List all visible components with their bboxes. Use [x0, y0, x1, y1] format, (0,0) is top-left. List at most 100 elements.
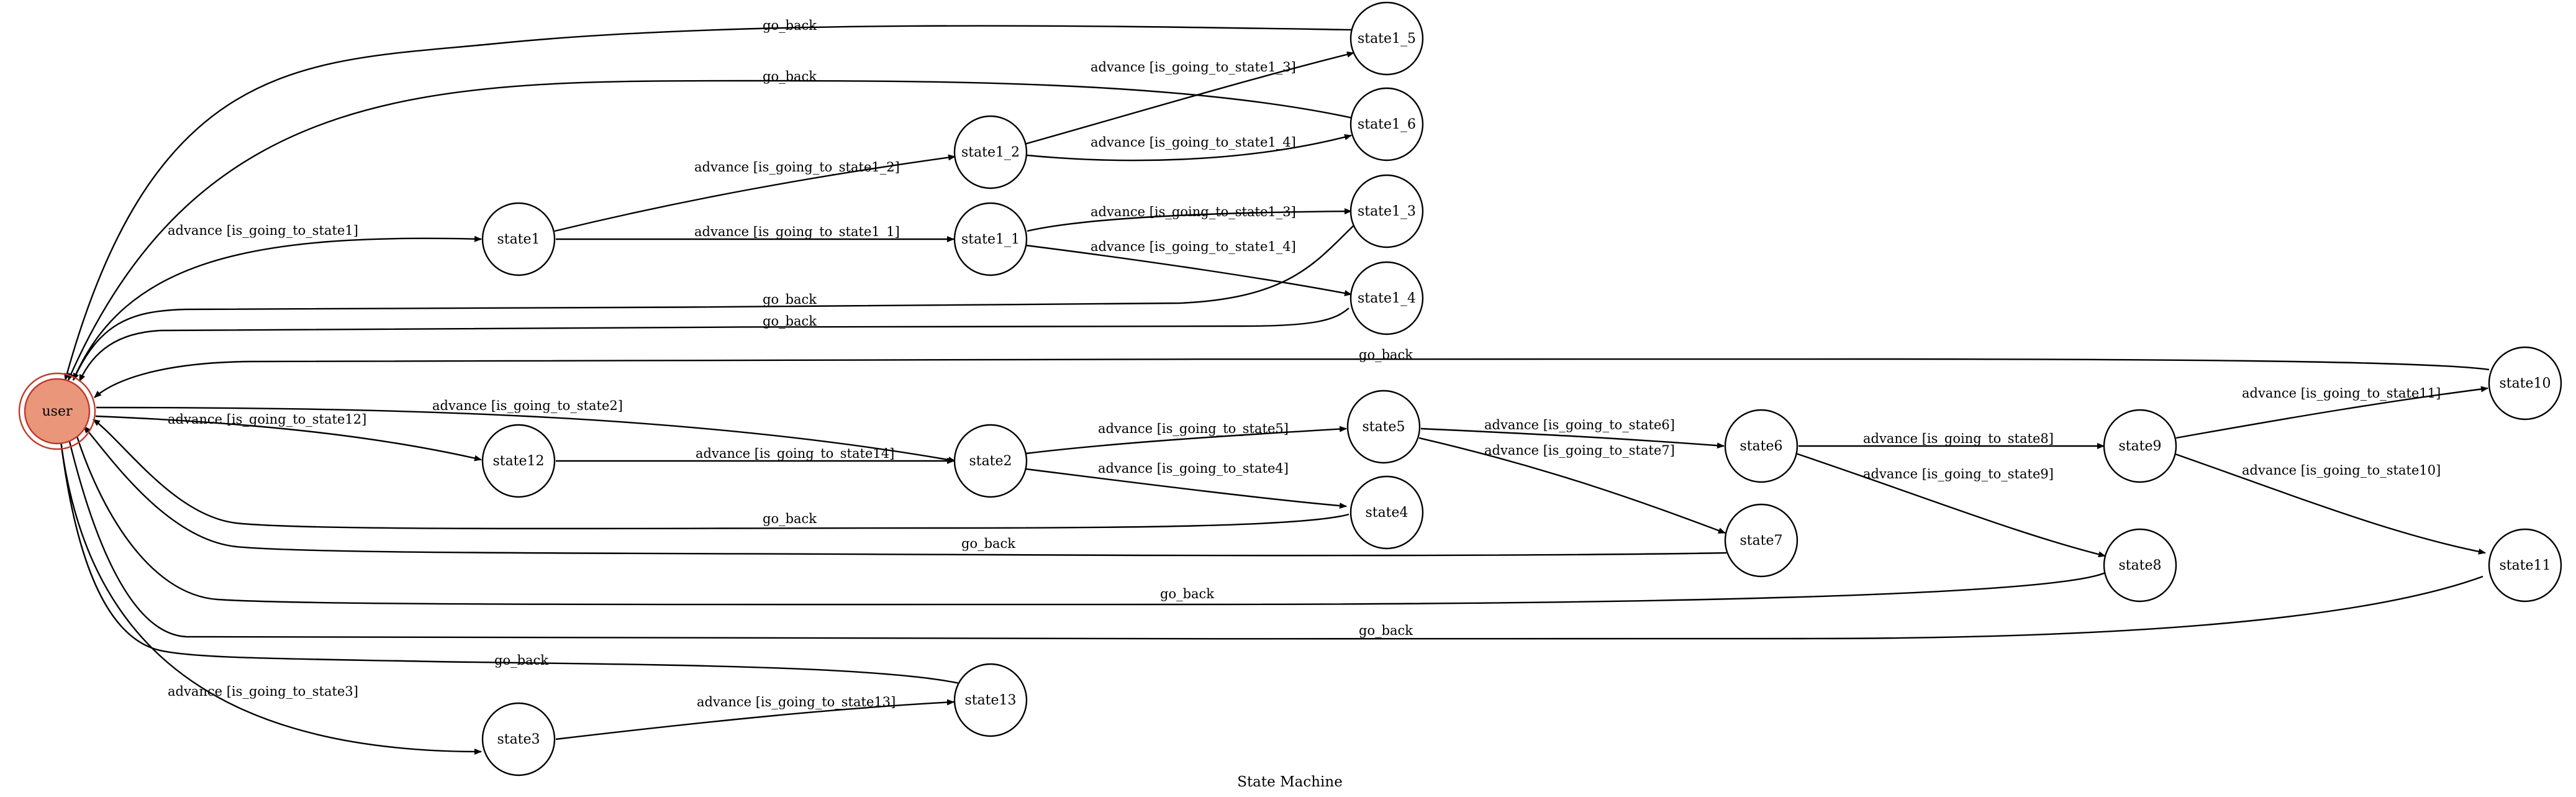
edge-label-state13-go-back: go_back — [494, 653, 548, 668]
edge-label-state10-go-back: go_back — [1359, 347, 1413, 362]
node-state10: state10 — [2488, 346, 2562, 421]
edge-label-state1-4-go-back: go_back — [763, 314, 817, 329]
edge-label-state1-state1-2: advance [is_going_to_state1_2] — [694, 160, 900, 175]
edge-state1-1-state1-3 — [1027, 208, 1352, 232]
node-state7: state7 — [1724, 503, 1798, 578]
node-label-state11: state11 — [2499, 558, 2551, 573]
edge-state10-go-back — [94, 358, 2490, 398]
node-state1-6: state1_6 — [1349, 87, 1424, 162]
edge-label-state1-1-state1-3: advance [is_going_to_state1_3] — [1091, 204, 1296, 219]
nodes: user state1 state12 state3 state1_2 stat… — [18, 1, 2562, 777]
edge-state1-4-go-back — [78, 307, 1349, 382]
edge-state1-3-go-back — [72, 223, 1356, 381]
node-label-state3: state3 — [497, 732, 540, 747]
edge-label-state9-state11: advance [is_going_to_state10] — [2242, 463, 2441, 478]
node-state1-5: state1_5 — [1349, 1, 1424, 76]
edge-state13-go-back — [57, 430, 960, 685]
node-label-state1-1: state1_1 — [961, 232, 1020, 247]
edge-user-state3 — [58, 430, 482, 755]
edge-state8-go-back — [73, 428, 2106, 606]
edge-state7-go-back — [83, 426, 1727, 557]
node-label-state12: state12 — [492, 453, 544, 469]
node-state4: state4 — [1349, 475, 1424, 550]
edge-label-state5-state6: advance [is_going_to_state6] — [1484, 417, 1675, 432]
node-state5: state5 — [1346, 389, 1421, 464]
edge-label-state1-5-go-back: go_back — [763, 18, 817, 33]
edge-state2-state5 — [1025, 426, 1347, 455]
edge-label-state1-2-state1-6: advance [is_going_to_state1_4] — [1091, 135, 1296, 150]
node-state11: state11 — [2488, 528, 2562, 603]
edge-label-state2-state4: advance [is_going_to_state4] — [1098, 461, 1289, 476]
edge-state1-6-go-back — [67, 80, 1353, 381]
edge-label-state9-state10: advance [is_going_to_state11] — [2242, 386, 2441, 401]
edge-label-state1-2-state1-5: advance [is_going_to_state1_3] — [1091, 60, 1296, 75]
node-state12: state12 — [481, 424, 556, 498]
edge-label-state7-go-back: go_back — [961, 536, 1015, 551]
node-label-state1: state1 — [497, 232, 540, 247]
node-label-state13: state13 — [964, 693, 1016, 708]
edge-state4-go-back — [93, 419, 1349, 530]
node-state1-3: state1_3 — [1349, 174, 1424, 248]
edge-label-state11-go-back: go_back — [1359, 623, 1413, 638]
node-label-state1-5: state1_5 — [1358, 31, 1416, 47]
edge-state9-state10 — [2175, 386, 2488, 439]
node-state2: state2 — [953, 424, 1028, 498]
edge-label-user-state3: advance [is_going_to_state3] — [168, 684, 358, 699]
node-user: user — [18, 372, 96, 450]
node-state8: state8 — [2103, 528, 2177, 603]
edge-state5-state6 — [1420, 427, 1725, 449]
edge-state3-state13 — [555, 699, 955, 740]
node-label-state7: state7 — [1739, 533, 1782, 549]
edge-label-state4-go-back: go_back — [763, 511, 817, 526]
edge-state1-1-state1-4 — [1025, 244, 1352, 296]
edge-label-user-state1: advance [is_going_to_state1] — [168, 223, 358, 238]
edge-label-state12-state2: advance [is_going_to_state14] — [696, 446, 894, 461]
node-state1-2: state1_2 — [953, 115, 1028, 189]
edge-state11-go-back — [65, 430, 2483, 640]
edge-state9-state11 — [2173, 452, 2486, 555]
node-state3: state3 — [481, 702, 556, 777]
edge-label-state6-state8: advance [is_going_to_state9] — [1863, 467, 2054, 481]
node-label-state1-3: state1_3 — [1358, 204, 1416, 219]
edge-user-state1 — [72, 235, 482, 381]
node-state1-4: state1_4 — [1349, 261, 1424, 335]
diagram-title: State Machine — [1237, 774, 1343, 790]
edge-state1-2-state1-5 — [1024, 51, 1354, 145]
edge-state1-state1-2 — [554, 154, 956, 232]
edge-state1-2-state1-6 — [1027, 134, 1352, 162]
edge-label-user-state2: advance [is_going_to_state2] — [432, 398, 623, 413]
node-label-state8: state8 — [2118, 558, 2161, 573]
node-state1: state1 — [481, 202, 556, 276]
edge-label-state6-state9: advance [is_going_to_state8] — [1863, 431, 2054, 446]
edge-label-user-state12: advance [is_going_to_state12] — [168, 412, 366, 427]
node-state1-1: state1_1 — [953, 202, 1028, 276]
edge-label-state3-state13: advance [is_going_to_state13] — [697, 695, 896, 709]
edge-state5-state7 — [1418, 437, 1726, 534]
edge-user-state2 — [96, 406, 956, 463]
edge-label-state5-state7: advance [is_going_to_state7] — [1484, 443, 1675, 458]
edge-state1-5-go-back — [64, 25, 1353, 381]
edge-state2-state4 — [1025, 468, 1347, 509]
edge-user-state12 — [95, 415, 482, 462]
node-state9: state9 — [2103, 409, 2177, 483]
edge-label-state1-state1-1: advance [is_going_to_state1_1] — [694, 224, 900, 239]
go-back-edges: go_back go_back go_back go_back go_back … — [57, 18, 2490, 685]
edge-label-state1-6-go-back: go_back — [763, 69, 817, 84]
node-label-user: user — [42, 404, 73, 419]
edge-label-state1-1-state1-4: advance [is_going_to_state1_4] — [1091, 239, 1296, 254]
node-label-state9: state9 — [2118, 439, 2161, 454]
node-state13: state13 — [953, 663, 1028, 737]
node-label-state1-6: state1_6 — [1358, 117, 1416, 132]
node-label-state6: state6 — [1739, 439, 1782, 454]
node-label-state4: state4 — [1365, 505, 1408, 521]
edge-label-state1-3-go-back: go_back — [763, 292, 817, 307]
advance-edges: advance [is_going_to_state1] advance [is… — [58, 51, 2488, 755]
node-label-state5: state5 — [1362, 419, 1405, 435]
node-label-state1-2: state1_2 — [961, 145, 1020, 160]
node-label-state1-4: state1_4 — [1358, 291, 1416, 306]
node-label-state2: state2 — [969, 453, 1012, 469]
edge-label-state2-state5: advance [is_going_to_state5] — [1098, 421, 1289, 436]
edge-state6-state8 — [1795, 452, 2106, 558]
edge-label-state8-go-back: go_back — [1160, 586, 1214, 601]
